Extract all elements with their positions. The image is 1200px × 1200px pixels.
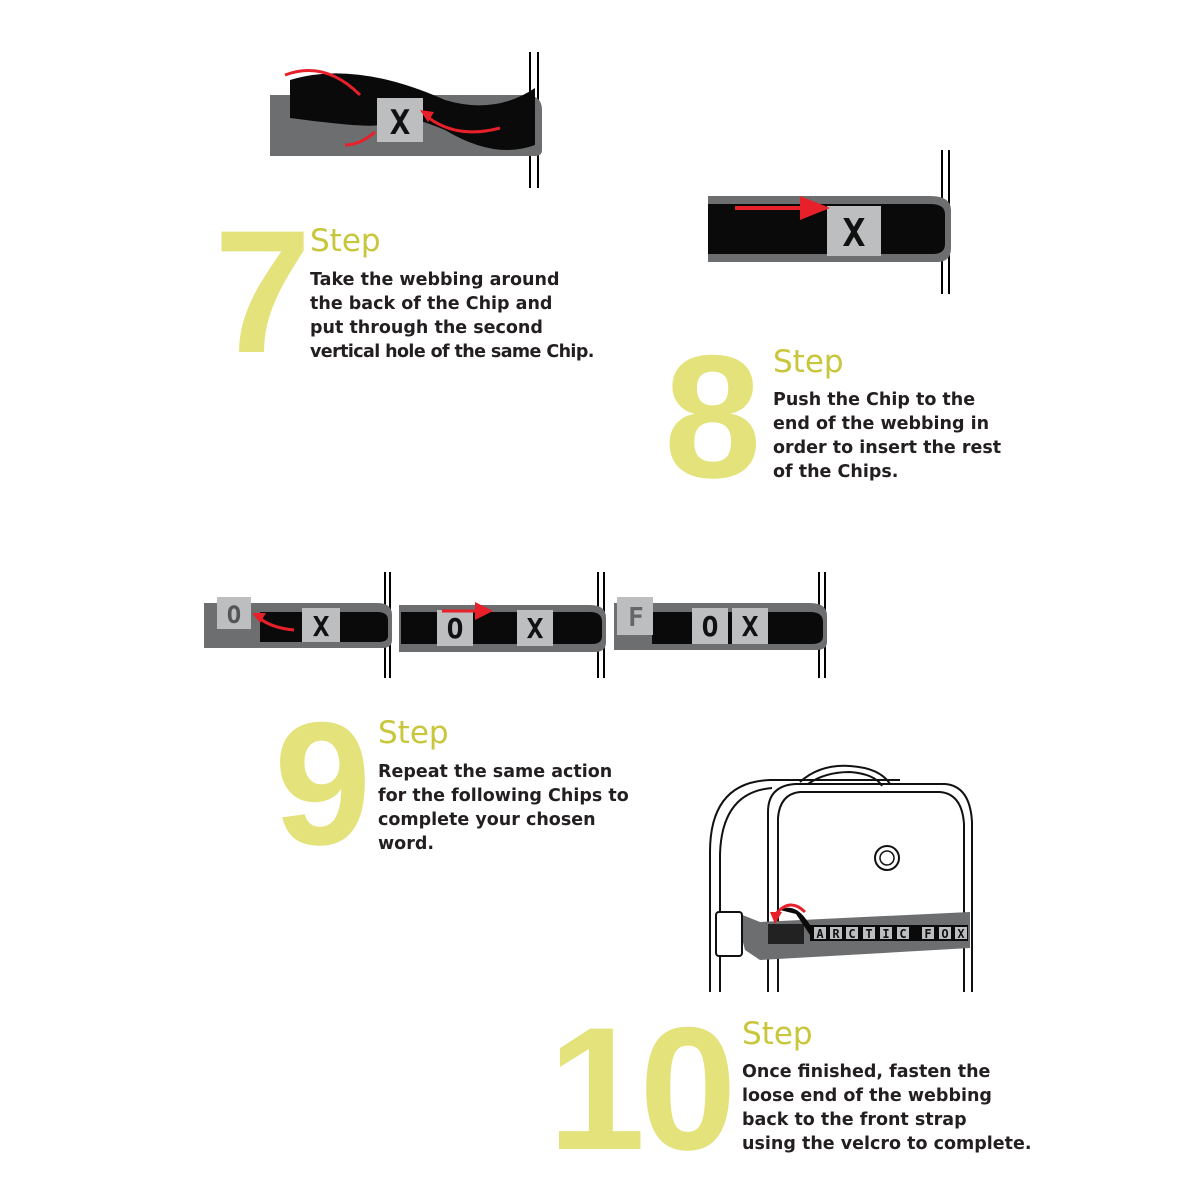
text-line: complete your chosen: [378, 810, 596, 830]
text-line: Push the Chip to the: [773, 390, 976, 410]
chip-letter: X: [527, 612, 544, 645]
text-line: for the following Chips to: [378, 786, 629, 806]
text-line: put through the second: [310, 318, 543, 338]
step9-panel-2: O X: [399, 572, 606, 678]
chip-letter: O: [941, 927, 948, 941]
chip-letter: X: [957, 927, 965, 941]
text-line: loose end of the webbing: [742, 1086, 992, 1106]
chip-letter: F: [628, 603, 644, 633]
step-9-heading: Step: [378, 715, 449, 751]
step-10-number: 10: [548, 992, 737, 1187]
text-line: using the velcro to complete.: [742, 1134, 1032, 1154]
step-10-text: Once finished, fasten the loose end of t…: [742, 1060, 1032, 1156]
text-line: order to insert the rest: [773, 438, 1002, 458]
step-7-heading: Step: [310, 223, 381, 259]
chip-letter: I: [882, 927, 889, 941]
chip-letter: X: [390, 103, 411, 143]
text-line: vertical hole of the same Chip.: [310, 342, 594, 362]
text-line: word.: [378, 834, 434, 854]
chip-letter: O: [447, 612, 464, 645]
step-9-text: Repeat the same action for the following…: [378, 760, 629, 856]
chip-letter: T: [865, 927, 872, 941]
chip-letter: X: [843, 211, 866, 255]
chip-letter: O: [702, 610, 719, 643]
text-line: Take the webbing around: [310, 270, 560, 290]
chip-letter: R: [832, 927, 840, 941]
text-line: Repeat the same action: [378, 762, 613, 782]
chip-letter: C: [899, 927, 906, 941]
text-line: the back of the Chip and: [310, 294, 553, 314]
chip-letter: X: [313, 610, 330, 643]
step-10-heading: Step: [742, 1016, 813, 1052]
step-8-text: Push the Chip to the end of the webbing …: [773, 388, 1001, 484]
chip-letter: A: [816, 927, 824, 941]
chip-letter: X: [742, 610, 759, 643]
step9-panel-1: O X: [204, 572, 392, 678]
step9-panel-3: F O X: [614, 572, 827, 678]
step8-illustration: X: [708, 150, 951, 294]
chip-letter: F: [924, 927, 931, 941]
step-8-heading: Step: [773, 344, 844, 380]
text-line: of the Chips.: [773, 462, 899, 482]
arrow-icon: [284, 69, 362, 97]
step-9-number: 9: [274, 687, 371, 882]
chip-letter: C: [848, 927, 855, 941]
text-line: back to the front strap: [742, 1110, 967, 1130]
text-line: end of the webbing in: [773, 414, 990, 434]
step-7-text: Take the webbing around the back of the …: [310, 268, 594, 364]
text-line: Once finished, fasten the: [742, 1062, 991, 1082]
chip-letter: O: [227, 601, 241, 629]
logo-icon: [874, 845, 900, 871]
arrow-icon: [774, 903, 807, 915]
step7-illustration: X: [270, 52, 542, 188]
step-8-number: 8: [664, 320, 761, 515]
backpack-illustration: A R C T I C F O X: [709, 764, 973, 992]
step-7-number: 7: [214, 195, 311, 390]
